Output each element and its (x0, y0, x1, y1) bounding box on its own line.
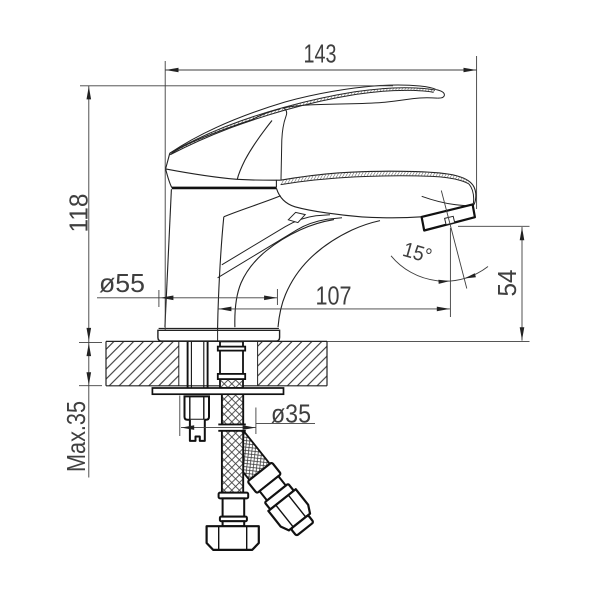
svg-text:107: 107 (316, 281, 352, 311)
svg-text:ø35: ø35 (271, 399, 311, 429)
svg-text:Max.35: Max.35 (61, 401, 91, 472)
svg-text:54: 54 (492, 270, 522, 297)
svg-text:143: 143 (304, 39, 337, 69)
svg-text:ø55: ø55 (99, 268, 145, 298)
svg-text:118: 118 (64, 194, 94, 233)
